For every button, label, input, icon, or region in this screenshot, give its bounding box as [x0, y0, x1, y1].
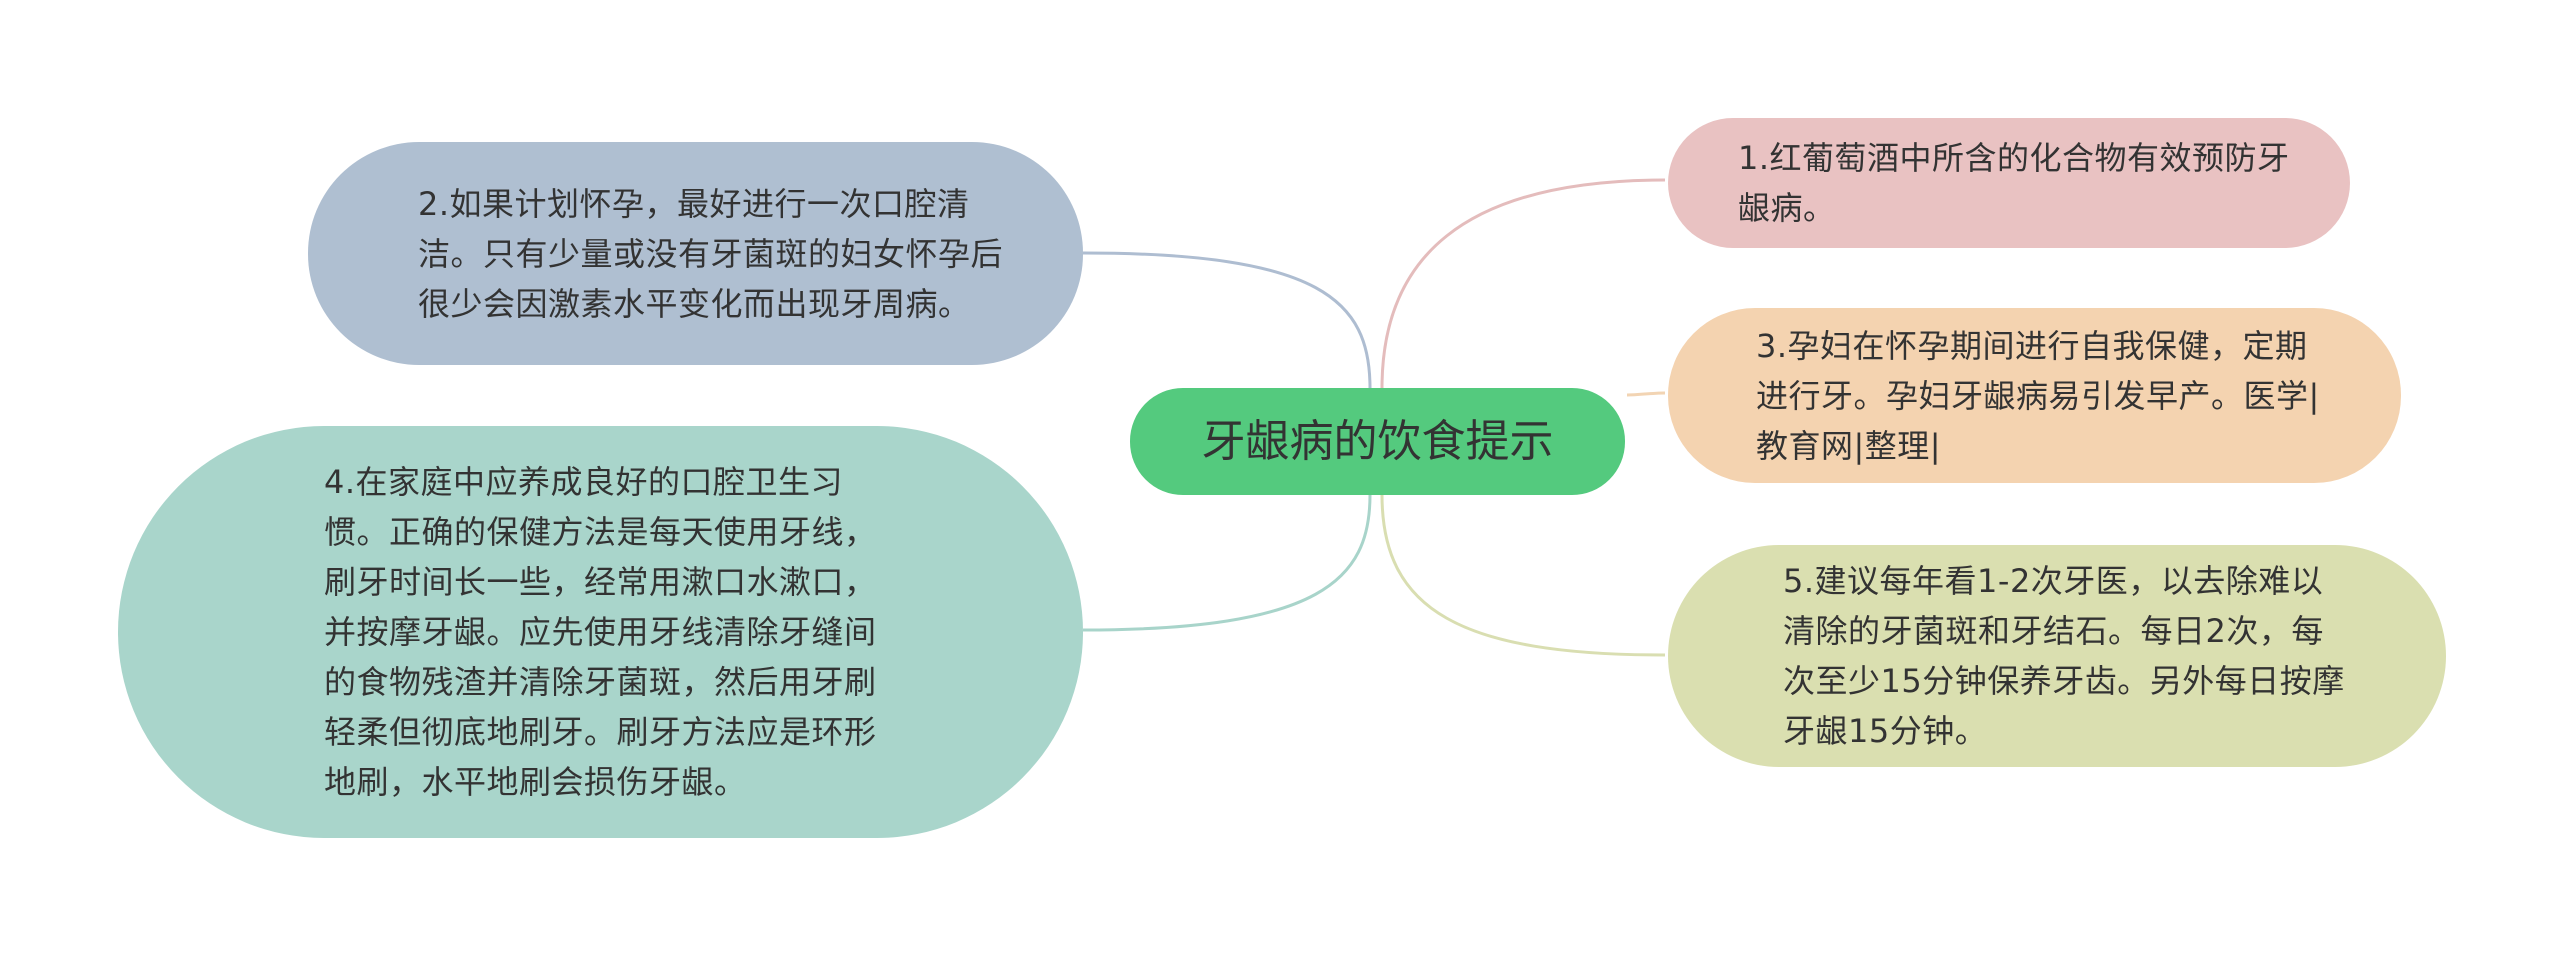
- connector-branch-5: [1380, 494, 1666, 657]
- branch-node-5-shape: [1668, 545, 2446, 767]
- branch-node-2[interactable]: 2.如果计划怀孕，最好进行一次口腔清洁。只有少量或没有牙菌斑的妇女怀孕后很少会因…: [308, 142, 1083, 365]
- branch-node-3[interactable]: 3.孕妇在怀孕期间进行自我保健，定期进行牙。孕妇牙龈病易引发早产。医学|教育网|…: [1668, 308, 2401, 483]
- branch-node-1-shape: [1668, 118, 2350, 248]
- center-node-shape: [1130, 388, 1625, 495]
- branch-node-4-text: 4.在家庭中应养成良好的口腔卫生习惯。正确的保健方法是每天使用牙线，刷牙时间长一…: [324, 463, 877, 801]
- branch-node-4-shape: [118, 426, 1083, 838]
- connector-branch-3: [1626, 391, 1666, 397]
- connector-branch-4: [1082, 494, 1372, 632]
- branch-node-5[interactable]: 5.建议每年看1-2次牙医，以去除难以清除的牙菌斑和牙结石。每日2次，每次至少1…: [1668, 545, 2446, 767]
- center-node[interactable]: 牙龈病的饮食提示: [1130, 388, 1625, 495]
- branch-node-3-text: 3.孕妇在怀孕期间进行自我保健，定期进行牙。孕妇牙龈病易引发早产。医学|教育网|…: [1756, 326, 2320, 465]
- connector-branch-1: [1380, 178, 1666, 389]
- branch-node-3-shape: [1668, 308, 2401, 483]
- connector-branch-2: [1082, 251, 1372, 389]
- branch-node-1-text: 1.红葡萄酒中所含的化合物有效预防牙龈病。: [1738, 139, 2290, 227]
- branch-node-4[interactable]: 4.在家庭中应养成良好的口腔卫生习惯。正确的保健方法是每天使用牙线，刷牙时间长一…: [118, 426, 1083, 838]
- center-node-title: 牙龈病的饮食提示: [1201, 415, 1554, 467]
- branch-node-5-text: 5.建议每年看1-2次牙医，以去除难以清除的牙菌斑和牙结石。每日2次，每次至少1…: [1783, 562, 2345, 750]
- branch-node-2-shape: [308, 142, 1083, 365]
- branch-node-1[interactable]: 1.红葡萄酒中所含的化合物有效预防牙龈病。: [1668, 118, 2350, 248]
- branch-node-2-text: 2.如果计划怀孕，最好进行一次口腔清洁。只有少量或没有牙菌斑的妇女怀孕后很少会因…: [418, 184, 1004, 323]
